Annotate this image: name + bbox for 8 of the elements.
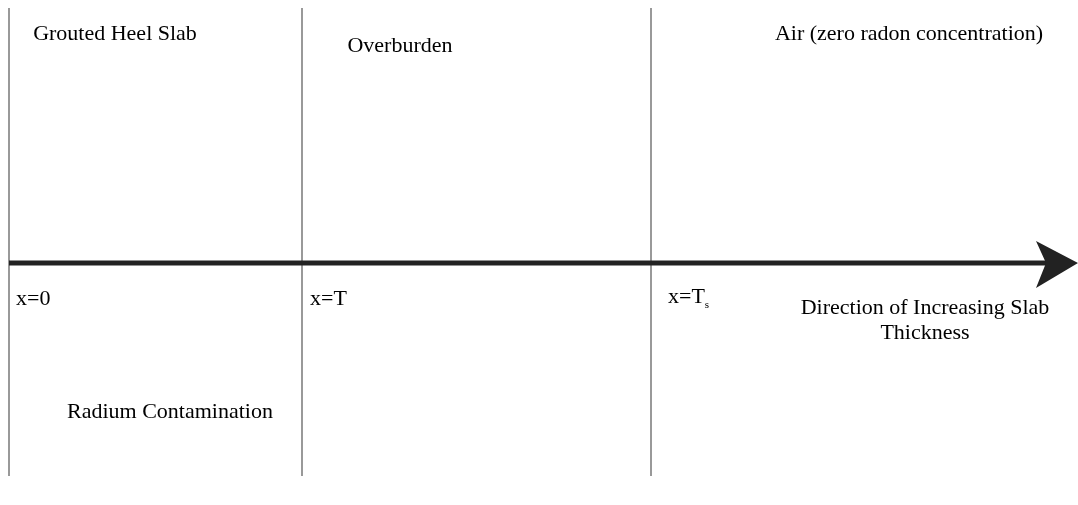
position-label: x=0	[16, 285, 52, 310]
region-label: Grouted Heel Slab	[32, 20, 198, 45]
position-label: x=T$_{s}$	[668, 283, 711, 313]
direction-label: Direction of Increasing Slab Thickness	[799, 294, 1051, 344]
position-label: x=T	[310, 285, 348, 310]
region-label: Overburden	[346, 32, 454, 57]
region-label: Air (zero radon concentration)	[773, 20, 1045, 45]
source-label: Radium Contamination	[66, 398, 274, 423]
